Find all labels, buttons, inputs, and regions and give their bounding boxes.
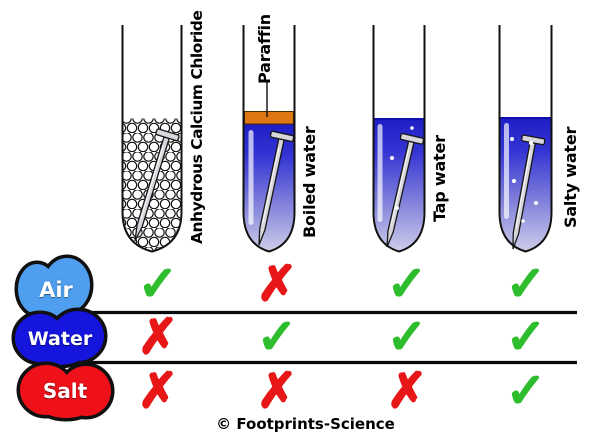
bubble: [521, 219, 525, 223]
glass-highlight: [504, 123, 509, 219]
mark-water-tube1: ✗: [137, 308, 180, 366]
bubble: [395, 206, 399, 210]
tube-tap-water: [372, 25, 426, 253]
water-surface: [374, 118, 424, 121]
salt-row-label: Salt: [42, 379, 88, 403]
mark-water-tube4: ✓: [505, 308, 548, 366]
mark-air-tube1: ✓: [137, 255, 180, 313]
glass-highlight: [248, 130, 254, 225]
mark-water-tube2: ✓: [256, 308, 299, 366]
mark-air-tube4: ✓: [505, 255, 548, 313]
tube-anhydrous-calcium-chloride: [121, 25, 183, 253]
test-tube-glass: [242, 25, 296, 253]
mark-air-tube3: ✓: [386, 255, 429, 313]
test-tube-glass: [121, 25, 183, 253]
bubble: [410, 126, 414, 130]
tube-boiled-water: [242, 25, 296, 253]
tube2-label: Boiled water: [300, 126, 319, 238]
bubble: [510, 137, 514, 141]
paraffin-label: Paraffin: [255, 14, 274, 84]
tube1-label: Anhydrous Calcium Chloride: [188, 10, 206, 244]
mark-air-tube2: ✗: [256, 255, 299, 313]
glass-highlight: [377, 124, 383, 222]
air-row-label: Air: [39, 278, 73, 302]
bubble: [512, 179, 516, 183]
water-row-label: Water: [27, 328, 93, 350]
tube3-label: Tap water: [430, 135, 449, 222]
bubble: [529, 141, 533, 145]
water-surface: [500, 117, 551, 120]
mark-salt-tube3: ✗: [386, 362, 429, 420]
bubble: [390, 156, 394, 160]
test-tube-glass: [372, 25, 426, 253]
mark-salt-tube1: ✗: [137, 362, 180, 420]
mark-salt-tube2: ✗: [256, 362, 299, 420]
credit-text: © Footprints-Science: [216, 415, 395, 433]
mark-salt-tube4: ✓: [505, 362, 548, 420]
tube-salty-water: [498, 25, 553, 253]
bubble: [534, 201, 538, 205]
mark-water-tube3: ✓: [386, 308, 429, 366]
paraffin-layer: [244, 111, 294, 125]
tube4-label: Salty water: [561, 126, 580, 228]
test-tube-glass: [498, 25, 553, 253]
